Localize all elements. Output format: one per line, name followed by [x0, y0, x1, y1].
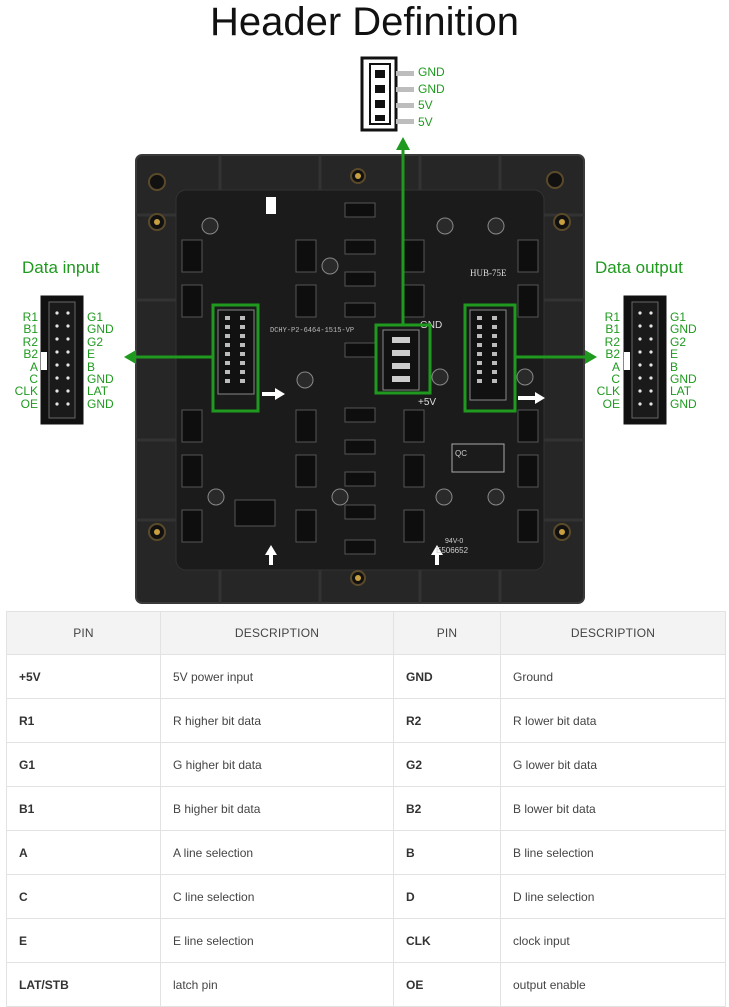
pin-label: E: [87, 347, 96, 362]
pin-cell: G2: [393, 742, 501, 787]
pin-label: G1: [87, 310, 104, 324]
description-cell: R higher bit data: [160, 698, 394, 743]
description-cell: clock input: [500, 918, 726, 963]
table-row: G1 G higher bit data G2 G lower bit data: [6, 742, 726, 787]
pin-label: GND: [670, 371, 697, 386]
table-row: B1 B higher bit data B2 B lower bit data: [6, 786, 726, 831]
table-header-cell: PIN: [6, 611, 161, 655]
pin-label: C: [29, 371, 38, 386]
pin-label: R1: [604, 310, 620, 324]
description-cell: B lower bit data: [500, 786, 726, 831]
pin-label: R1: [22, 310, 38, 324]
page-title: Header Definition: [209, 0, 520, 44]
pin-label: GND: [87, 371, 114, 386]
pin-label: B1: [605, 322, 620, 337]
table-header-row: PIN DESCRIPTION PIN DESCRIPTION: [6, 611, 726, 655]
pin-label: B: [87, 359, 96, 374]
pin-cell: R2: [393, 698, 501, 743]
description-cell: E line selection: [160, 918, 394, 963]
pin-label: CLK: [14, 384, 38, 399]
pin-cell: CLK: [393, 918, 501, 963]
pin-label: E: [670, 347, 679, 362]
pin-cell: B2: [393, 786, 501, 831]
power-header-pins: GND GND 5V 5V: [418, 64, 445, 130]
pin-cell: R1: [6, 698, 161, 743]
description-cell: C line selection: [160, 874, 394, 919]
pin-description-table: PIN DESCRIPTION PIN DESCRIPTION +5V 5V p…: [6, 611, 726, 1007]
pin-label: B2: [605, 347, 620, 362]
pin-label: B: [670, 359, 679, 374]
qc-label: QC: [455, 449, 467, 458]
pin-label: R2: [22, 334, 38, 349]
table-header-cell: DESCRIPTION: [160, 611, 394, 655]
pin-cell: G1: [6, 742, 161, 787]
data-output-right-pins: G1 GND G2 E B GND LAT GND: [670, 310, 697, 411]
pin-cell: +5V: [6, 654, 161, 699]
description-cell: G lower bit data: [500, 742, 726, 787]
description-cell: B higher bit data: [160, 786, 394, 831]
power-pin-label: GND: [418, 65, 445, 79]
pin-label: LAT: [670, 384, 692, 399]
led-panel-diagram: QC DCHY-P2-6464-1515-VP HUB-75E +5V GND …: [40, 56, 667, 604]
pin-label: GND: [670, 322, 697, 337]
hub-label: HUB-75E: [470, 268, 507, 278]
input-header-graphic: [40, 295, 84, 425]
pin-cell: GND: [393, 654, 501, 699]
pin-cell: B: [393, 830, 501, 875]
description-cell: A line selection: [160, 830, 394, 875]
description-cell: 5V power input: [160, 654, 394, 699]
board-cert-text: 94V-0: [445, 538, 463, 545]
pin-label: G1: [670, 310, 687, 324]
description-cell: B line selection: [500, 830, 726, 875]
pin-label: G2: [670, 334, 687, 349]
table-row: +5V 5V power input GND Ground: [6, 654, 726, 699]
board-5v-label: +5V: [418, 397, 436, 408]
pin-label: R2: [604, 334, 620, 349]
pin-label: GND: [87, 322, 114, 337]
data-input-label: Data input: [22, 258, 100, 277]
table-row: R1 R higher bit data R2 R lower bit data: [6, 698, 726, 743]
description-cell: Ground: [500, 654, 726, 699]
table-row: A A line selection B B line selection: [6, 830, 726, 875]
panel-pcb: [175, 189, 545, 571]
pin-label: GND: [87, 396, 114, 411]
table-row: E E line selection CLK clock input: [6, 918, 726, 963]
power-pin-label: GND: [418, 81, 445, 96]
table-row: C C line selection D D line selection: [6, 874, 726, 919]
description-cell: D line selection: [500, 874, 726, 919]
data-output-label: Data output: [595, 258, 683, 277]
description-cell: G higher bit data: [160, 742, 394, 787]
pin-label: GND: [670, 396, 697, 411]
board-code-text: E506652: [436, 546, 469, 555]
pin-cell: C: [6, 874, 161, 919]
output-header-graphic: [623, 295, 667, 425]
table-header-cell: PIN: [393, 611, 501, 655]
pin-label: OE: [602, 396, 620, 411]
power-header-graphic: [360, 56, 414, 132]
table-header-cell: DESCRIPTION: [500, 611, 726, 655]
description-cell: R lower bit data: [500, 698, 726, 743]
pin-cell: D: [393, 874, 501, 919]
pin-label: C: [611, 371, 620, 386]
power-pin-label: 5V: [418, 114, 433, 129]
pin-cell: B1: [6, 786, 161, 831]
pin-cell: A: [6, 830, 161, 875]
data-output-left-pins: R1 B1 R2 B2 A C CLK OE: [596, 310, 620, 411]
power-pin-label: 5V: [418, 98, 433, 112]
pin-label: LAT: [87, 384, 109, 399]
data-input-left-pins: R1 B1 R2 B2 A C CLK OE: [14, 310, 38, 411]
power-arrow-head: [396, 137, 410, 150]
pin-label: OE: [20, 396, 38, 411]
output-arrow-head: [585, 350, 597, 364]
pin-cell: E: [6, 918, 161, 963]
pin-label: B2: [23, 347, 38, 362]
data-input-right-pins: G1 GND G2 E B GND LAT GND: [87, 310, 114, 411]
pin-label: CLK: [596, 384, 620, 399]
board-model-text: DCHY-P2-6464-1515-VP: [270, 327, 354, 335]
pin-label: A: [29, 359, 38, 374]
pin-label: A: [611, 359, 620, 374]
pin-label: G2: [87, 334, 104, 349]
pin-label: B1: [23, 322, 38, 337]
input-arrow-head: [124, 350, 136, 364]
